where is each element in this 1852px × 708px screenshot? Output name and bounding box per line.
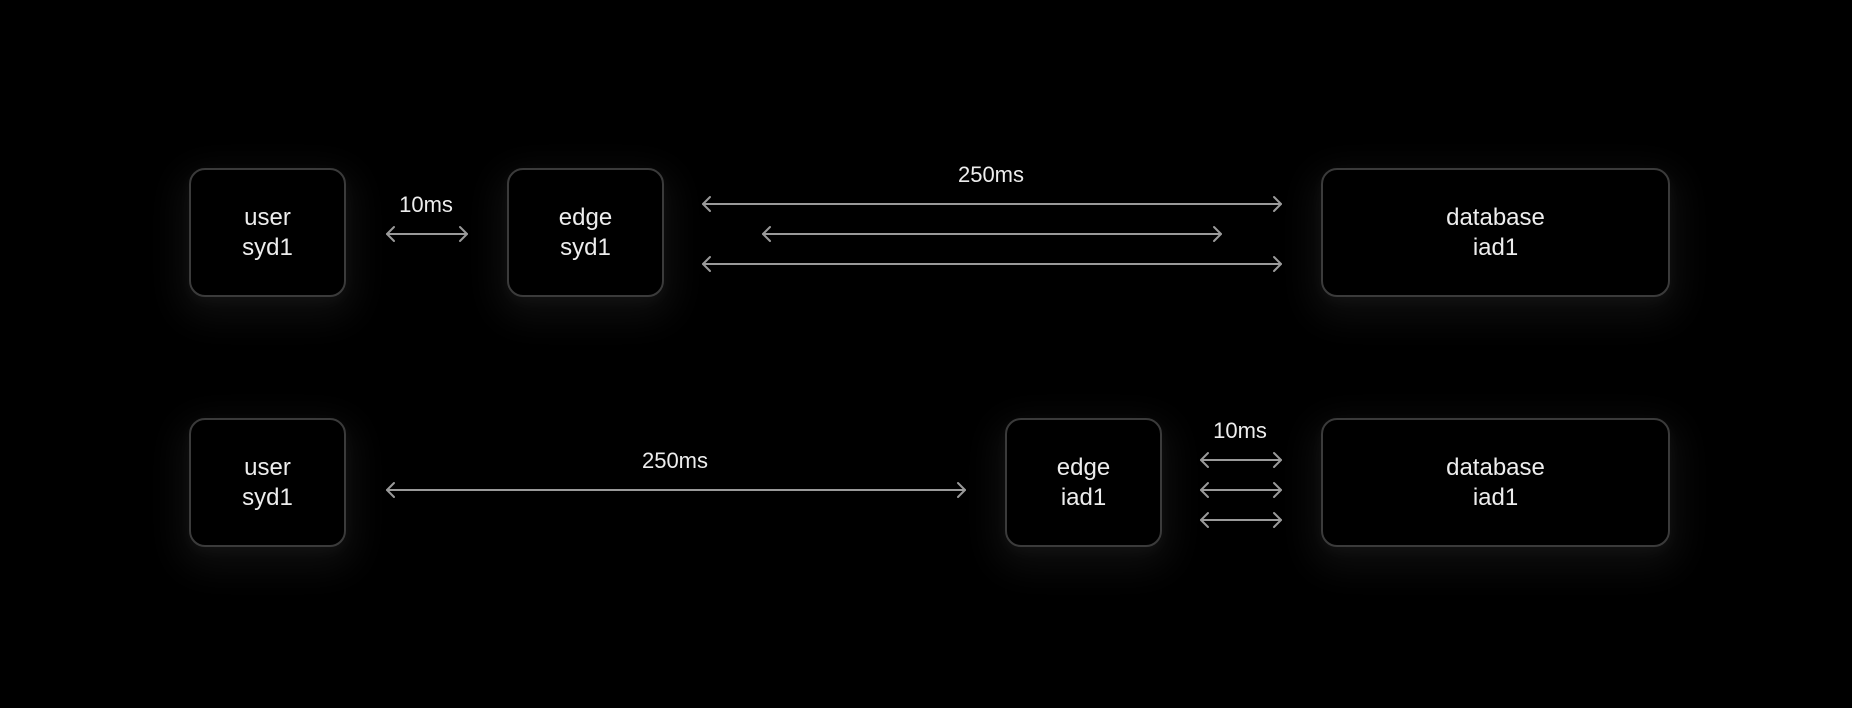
double-arrow-icon — [386, 482, 966, 498]
double-arrow-icon — [702, 256, 1282, 272]
node-user-syd1-top: user syd1 — [189, 168, 346, 297]
arrowhead-left-icon — [702, 196, 711, 212]
arrowhead-right-icon — [459, 226, 468, 242]
node-label: edge — [1056, 453, 1111, 481]
arrowhead-left-icon — [1200, 452, 1209, 468]
arrowhead-right-icon — [1213, 226, 1222, 242]
double-arrow-icon — [1200, 512, 1282, 528]
double-arrow-icon — [702, 196, 1282, 212]
arrowhead-right-icon — [1273, 512, 1282, 528]
arrowhead-right-icon — [1273, 196, 1282, 212]
node-region: iad1 — [1472, 233, 1519, 261]
node-label: user — [244, 453, 291, 481]
arrowhead-right-icon — [1273, 256, 1282, 272]
node-label: user — [244, 203, 291, 231]
double-arrow-icon — [386, 226, 468, 242]
arrowhead-left-icon — [1200, 512, 1209, 528]
arrowhead-left-icon — [386, 226, 395, 242]
node-region: iad1 — [1472, 483, 1519, 511]
latency-label-edge-database: 10ms — [1213, 418, 1267, 443]
node-label: edge — [558, 203, 613, 231]
node-database-iad1-top: database iad1 — [1321, 168, 1670, 297]
arrowhead-right-icon — [1273, 482, 1282, 498]
latency-label-user-edge: 10ms — [399, 192, 453, 217]
latency-label-edge-database: 250ms — [957, 162, 1025, 187]
arrowhead-left-icon — [386, 482, 395, 498]
arrowhead-left-icon — [1200, 482, 1209, 498]
node-region: syd1 — [560, 233, 611, 261]
node-label: database — [1446, 453, 1545, 481]
node-region: iad1 — [1060, 483, 1107, 511]
double-arrow-icon — [1200, 452, 1282, 468]
node-region: syd1 — [242, 233, 293, 261]
node-label: database — [1446, 203, 1545, 231]
node-region: syd1 — [242, 483, 293, 511]
arrowhead-left-icon — [762, 226, 771, 242]
arrowhead-right-icon — [957, 482, 966, 498]
node-edge-iad1: edge iad1 — [1005, 418, 1162, 547]
node-edge-syd1: edge syd1 — [507, 168, 664, 297]
arrowhead-left-icon — [702, 256, 711, 272]
latency-label-user-edge: 250ms — [641, 448, 709, 473]
double-arrow-icon — [1200, 482, 1282, 498]
node-database-iad1-bottom: database iad1 — [1321, 418, 1670, 547]
arrowhead-right-icon — [1273, 452, 1282, 468]
node-user-syd1-bottom: user syd1 — [189, 418, 346, 547]
double-arrow-icon — [762, 226, 1222, 242]
